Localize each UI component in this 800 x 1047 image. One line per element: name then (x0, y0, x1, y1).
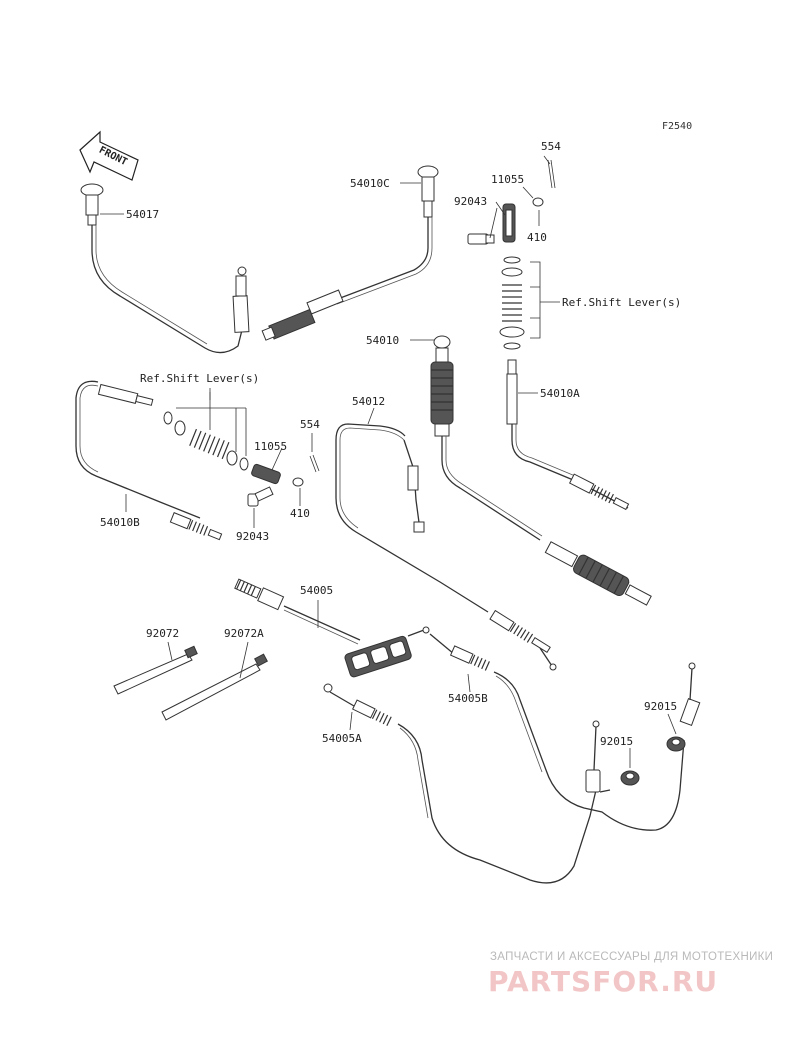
cable-54010A (506, 359, 630, 511)
part-label-554-top: 554 (541, 140, 561, 153)
cable-54012 (335, 407, 557, 671)
front-arrow: FRONT (79, 130, 139, 181)
watermark-logo: PARTSFOR.RU (488, 965, 719, 998)
ref-shift-lever-left: Ref.Shift Lever(s) (140, 372, 259, 385)
nut-92015-lower (620, 748, 640, 786)
part-label-54005A: 54005A (322, 732, 362, 745)
cable-54010C (261, 165, 439, 341)
part-label-410-mid: 410 (290, 507, 310, 520)
nut-92015-upper (666, 713, 686, 752)
part-label-54010A: 54010A (540, 387, 580, 400)
figure-code: F2540 (662, 121, 692, 132)
part-label-554-mid: 554 (300, 418, 320, 431)
part-label-54005B: 54005B (448, 692, 488, 705)
watermark-tagline: ЗАПЧАСТИ И АКСЕССУАРЫ ДЛЯ МОТОТЕХНИКИ (490, 951, 774, 963)
part-label-92072A: 92072A (224, 627, 264, 640)
cable-54010 (410, 335, 652, 606)
cable-54017 (80, 183, 250, 354)
part-label-54017: 54017 (126, 208, 159, 221)
pivot-assembly-top (467, 155, 560, 350)
cable-54005B (429, 633, 701, 831)
part-label-92043-mid: 92043 (236, 530, 269, 543)
part-label-54010B: 54010B (100, 516, 140, 529)
cable-tie-92072A (161, 641, 268, 721)
cable-54010B (75, 380, 223, 541)
part-label-54010: 54010 (366, 334, 399, 347)
part-label-54010C: 54010C (350, 177, 390, 190)
ref-shift-lever-right: Ref.Shift Lever(s) (562, 296, 681, 309)
part-label-92072: 92072 (146, 627, 179, 640)
cable-tie-92072 (113, 641, 198, 695)
part-label-410-top: 410 (527, 231, 547, 244)
part-label-92015-upper: 92015 (644, 700, 677, 713)
pivot-assembly-mid (163, 388, 320, 528)
part-label-11055-top: 11055 (491, 173, 524, 186)
part-label-92015-lower: 92015 (600, 735, 633, 748)
part-label-54012: 54012 (352, 395, 385, 408)
cable-54005 (234, 578, 430, 678)
part-label-92043-top: 92043 (454, 195, 487, 208)
cable-54005A (323, 683, 611, 884)
part-label-11055-mid: 11055 (254, 440, 287, 453)
part-label-54005: 54005 (300, 584, 333, 597)
